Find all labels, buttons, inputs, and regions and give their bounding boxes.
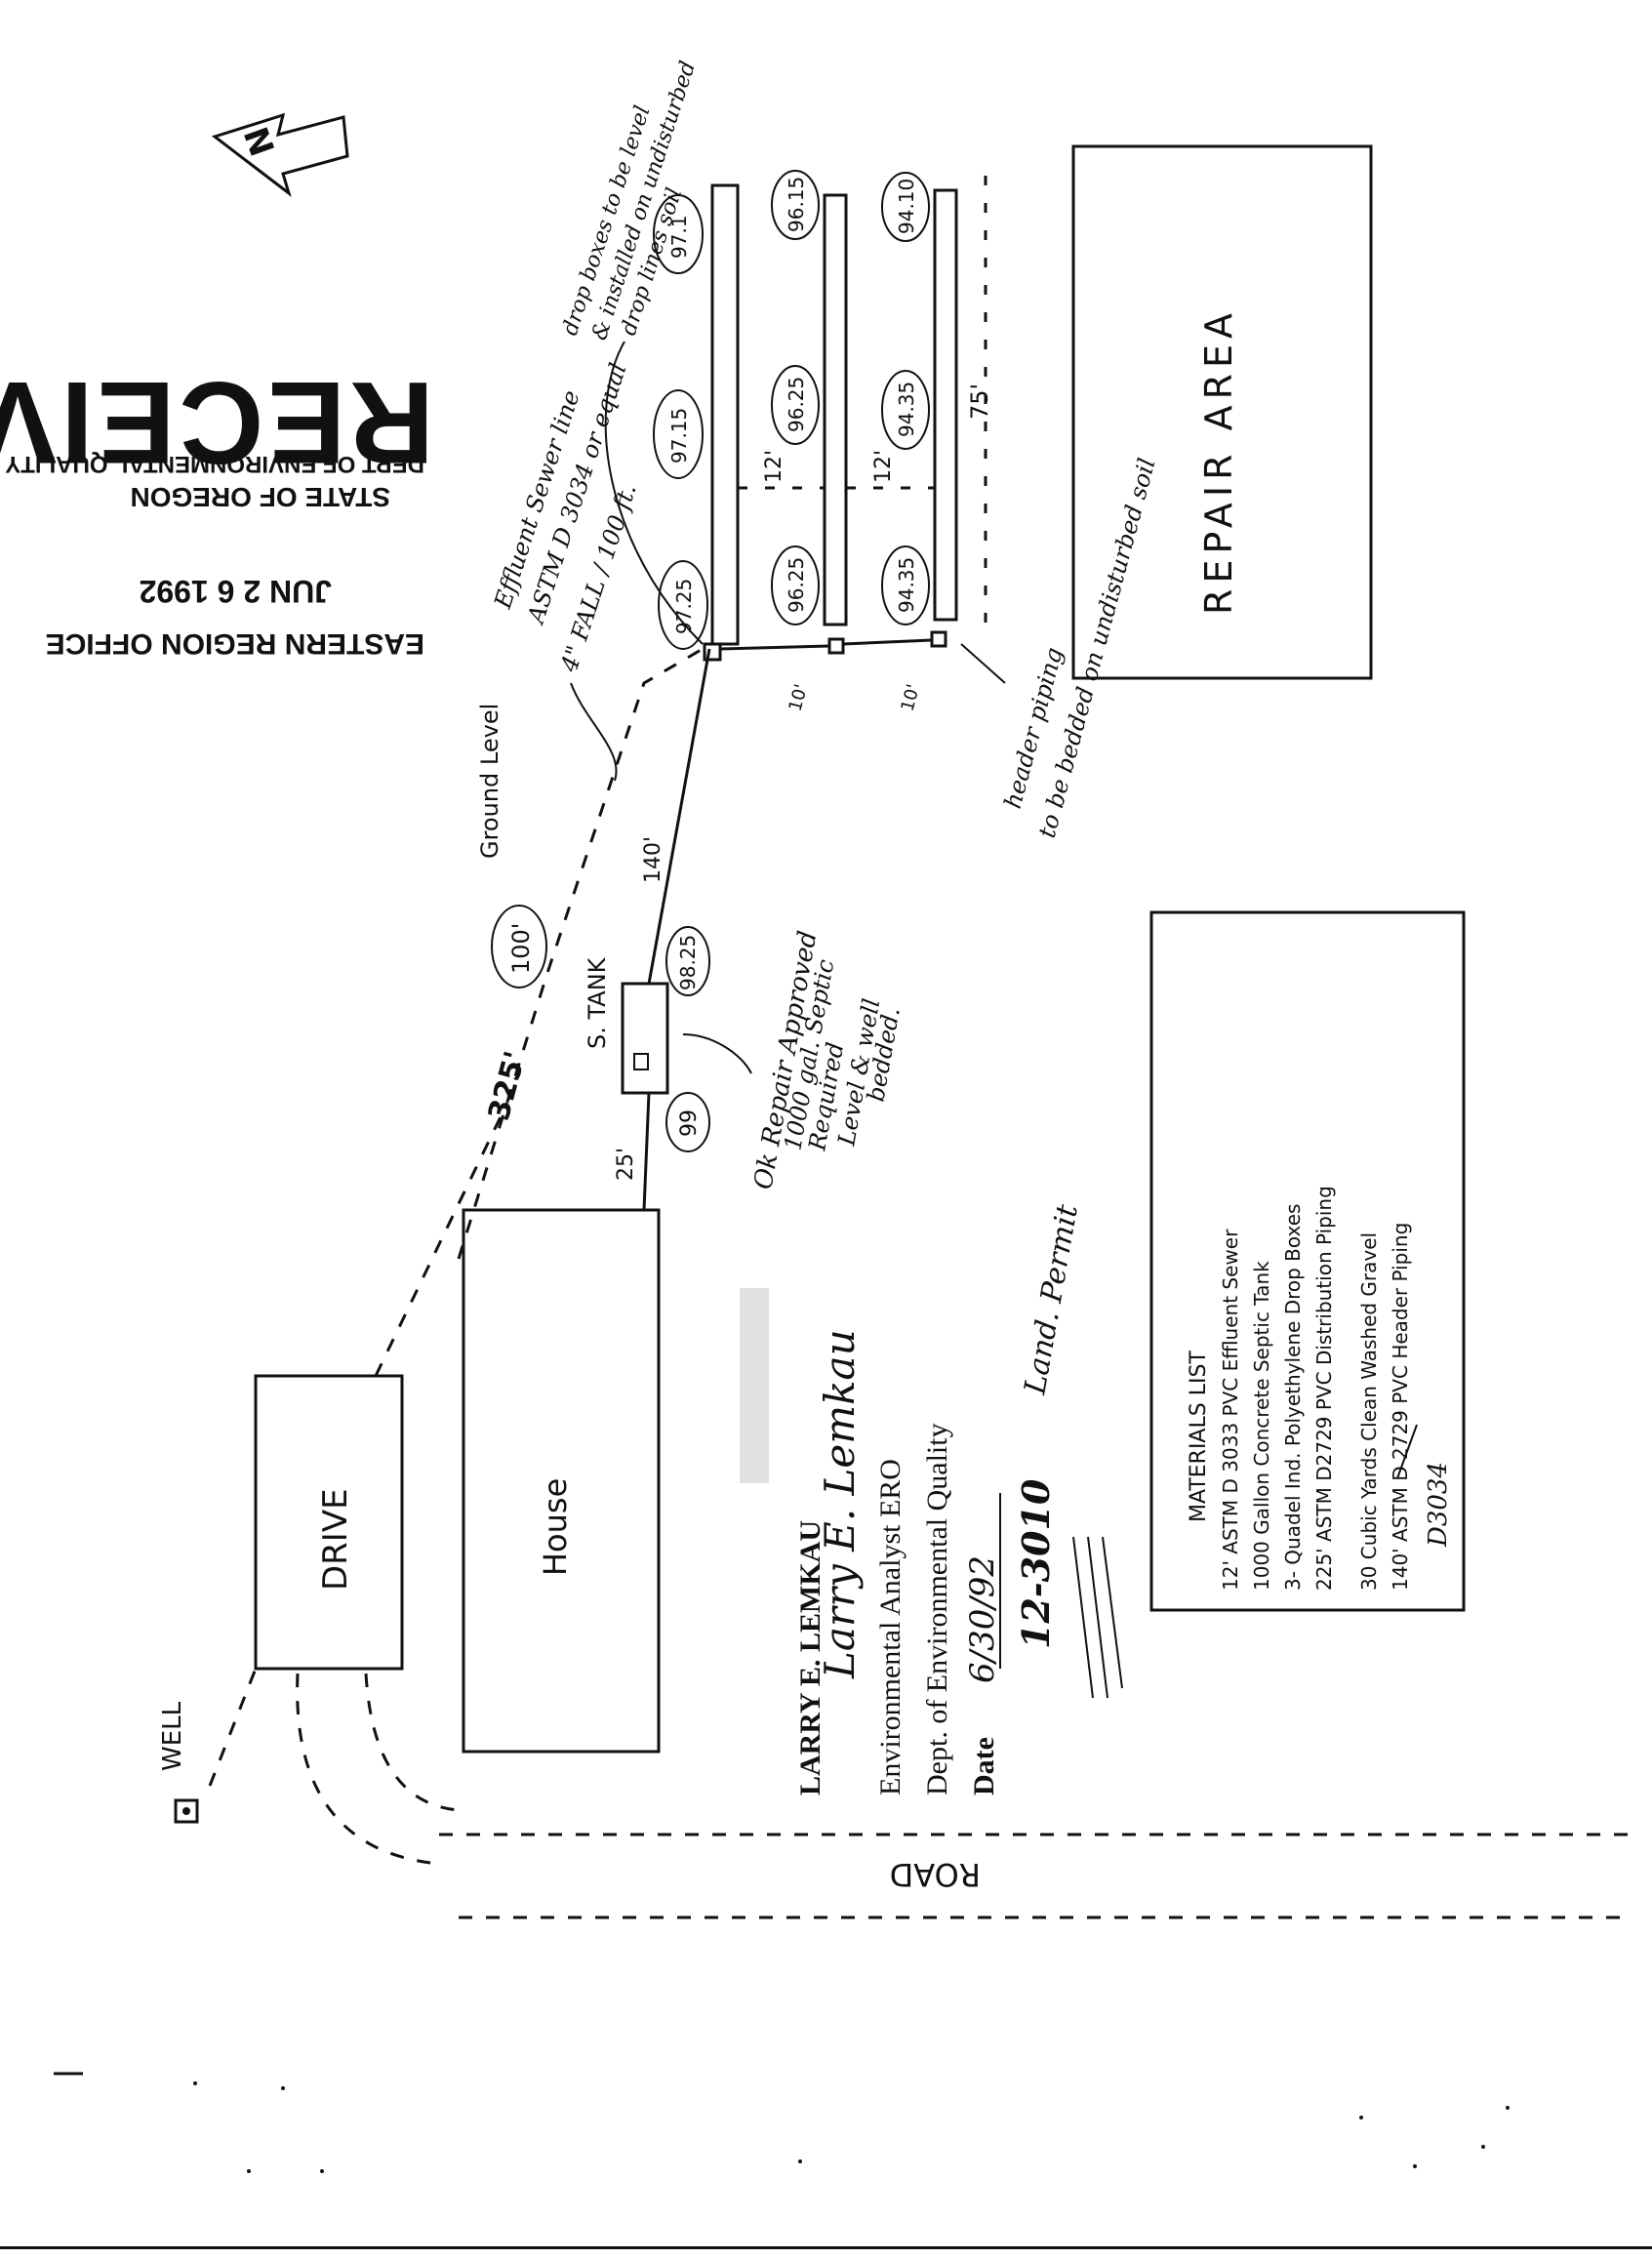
material-item-5: 30 Cubic Yards Clean Washed Gravel: [1357, 1232, 1381, 1591]
elev-t1-c: 97.1: [667, 215, 691, 259]
site-approval-note: Ok Repair Approved 1000 gal. Septic Requ…: [682, 929, 906, 1191]
dim-75: 75': [966, 383, 993, 420]
material-item-6: 140' ASTM D 2729 PVC Header Piping: [1389, 1223, 1412, 1591]
bottom-rule: [0, 2246, 1652, 2249]
well: WELL: [158, 1668, 258, 1824]
approver-dept: Dept. of Environmental Quality: [921, 1423, 953, 1795]
road-label: ROAD: [890, 1856, 981, 1893]
house-label: House: [537, 1478, 574, 1576]
material-item-1: 12' ASTM D 3033 PVC Effluent Sewer: [1219, 1229, 1242, 1591]
permit-note: Land. Permit: [1018, 1201, 1085, 1397]
trench-1: [710, 183, 740, 646]
header-pipe-1: [719, 644, 830, 651]
elev-t2-b: 96.25: [785, 377, 808, 432]
stamp-date: JUN 2 6 1992: [140, 574, 332, 609]
approver-title: Environmental Analyst ERO: [874, 1459, 907, 1795]
house: House: [462, 1208, 661, 1754]
drive-box: [254, 1374, 404, 1671]
dim-10a: 10': [786, 682, 812, 713]
elev-tank-out: 99: [677, 1109, 702, 1137]
drop-box-3: [930, 630, 947, 648]
elev-tank-in-circle: [665, 926, 710, 996]
elev-t2-c: 96.15: [785, 177, 808, 232]
dim-12b: 12': [871, 450, 896, 483]
elev-t3-c: 94.10: [895, 179, 918, 234]
elev-t1-b: 97.15: [667, 408, 691, 464]
drive-edge-left: [296, 1673, 440, 1866]
material-item-3: 3- Quadel Ind. Polyethylene Drop Boxes: [1281, 1204, 1305, 1591]
drive-to-tank-line: [374, 1102, 509, 1377]
permit-number: 12-3010: [1014, 1478, 1058, 1649]
stamp-agency-line1: STATE OF OREGON: [130, 482, 390, 512]
drop-box-2: [827, 637, 845, 655]
effluent-note: Effluent Sewer line ASTM D 3034 or equal…: [489, 360, 642, 782]
stamp-agency-line2: DEPT OF ENVIRONMENTAL QUALITY: [5, 451, 424, 477]
header-note: header piping to be bedded on undisturbe…: [960, 456, 1161, 841]
trench-3: [933, 188, 958, 622]
road: ROAD: [439, 1833, 1630, 1919]
drainfield: 10' 10' 12' 12' 75' 97.25 97.15 97.1 96.…: [653, 170, 993, 713]
dim-10b: 10': [898, 682, 924, 713]
material-correction: D3034: [1424, 1462, 1453, 1548]
drop-box-1: [703, 642, 722, 662]
trench-2: [823, 193, 848, 626]
material-item-4: 225' ASTM D2729 PVC Distribution Piping: [1312, 1186, 1336, 1591]
approval-date-value: 6/30/92: [963, 1555, 1002, 1683]
approver-name: LARRY E. LEMKAU: [794, 1520, 826, 1795]
materials-title: MATERIALS LIST: [1187, 1351, 1211, 1522]
scan-specks: [54, 2072, 1510, 2173]
dim-140: 140': [641, 836, 665, 883]
ground-level-circle: [491, 905, 547, 988]
well-label: WELL: [158, 1701, 187, 1771]
house-box: [462, 1208, 661, 1754]
elev-tank-in: 98.25: [676, 935, 700, 990]
distance-line-325: [457, 647, 704, 1260]
material-item-2: 1000 Gallon Concrete Septic Tank: [1250, 1261, 1273, 1591]
elev-t3-a: 94.35: [895, 557, 918, 613]
repair-area-box: [1071, 144, 1373, 680]
effluent-sewer-line: [647, 648, 711, 985]
repair-area: REPAIR AREA: [1071, 144, 1373, 680]
septic-tank-label: S. TANK: [584, 956, 611, 1049]
dim-12a: 12': [762, 450, 786, 483]
septic-system: 25' S. TANK 99 98.25 140' 325' 100' Grou…: [457, 647, 711, 1260]
stamp-received: RECEIVED: [0, 357, 434, 488]
dim-25: 25': [614, 1148, 638, 1181]
house-sewer-line: [642, 1092, 651, 1211]
materials-list: MATERIALS LIST 12' ASTM D 3033 PVC Efflu…: [1149, 910, 1466, 1612]
drive-edge-right: [364, 1673, 460, 1812]
approval-block: LARRY E. LEMKAU Larry E. Lemkau Environm…: [740, 1201, 1123, 1795]
ground-level-label: Ground Level: [476, 704, 504, 859]
septic-tank: [621, 982, 669, 1095]
driveway: DRIVE: [254, 1102, 509, 1866]
approver-signature: Larry E. Lemkau: [816, 1329, 864, 1679]
well-marker: [174, 1798, 199, 1824]
stamp-office: EASTERN REGION OFFICE: [46, 627, 424, 660]
effluent-note-leader: [570, 682, 618, 782]
north-arrow: N: [211, 112, 349, 197]
approval-date-label: Date: [968, 1737, 1000, 1795]
materials-box: [1149, 910, 1466, 1612]
elev-t3-b: 94.35: [895, 382, 918, 437]
repair-area-label: REPAIR AREA: [1197, 307, 1240, 615]
header-note-leader: [960, 643, 1006, 684]
elev-tank-out-circle: [665, 1092, 710, 1152]
header-pipe-2: [842, 638, 933, 646]
elev-t2-a: 96.25: [785, 557, 808, 613]
dim-325: 325': [482, 1048, 533, 1124]
drop-note-leader: [604, 341, 704, 645]
drive-label: DRIVE: [316, 1488, 355, 1591]
received-stamp: RECEIVED STATE OF OREGON DEPT OF ENVIRON…: [0, 357, 434, 660]
ground-level-value: 100': [507, 923, 535, 974]
elev-t1-a: 97.25: [672, 579, 696, 634]
drop-box-note: drop boxes to be level & installed on un…: [558, 59, 704, 645]
well-line: [208, 1668, 258, 1787]
